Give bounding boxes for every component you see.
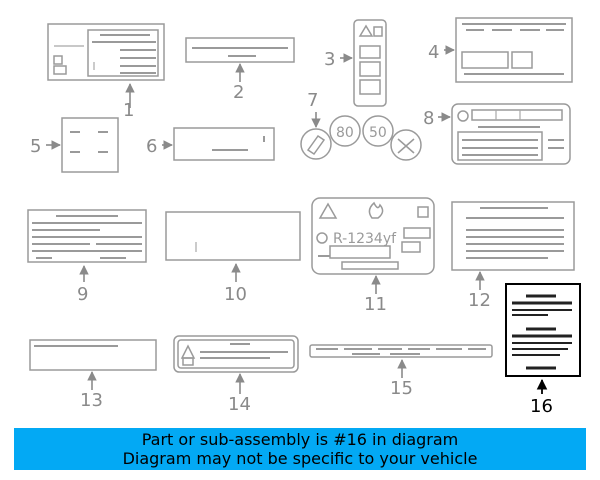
label-part-3[interactable] xyxy=(340,19,387,107)
banner-line-2: Diagram may not be specific to your vehi… xyxy=(122,449,478,468)
label-part-5[interactable] xyxy=(46,117,119,173)
label-part-10[interactable] xyxy=(165,211,301,282)
label-part-2[interactable] xyxy=(185,37,295,82)
callout-14: 14 xyxy=(228,394,251,415)
callout-6: 6 xyxy=(146,136,157,157)
callout-8: 8 xyxy=(423,108,434,129)
label-part-12[interactable] xyxy=(451,201,575,290)
label-part-6[interactable] xyxy=(162,127,275,161)
callout-11: 11 xyxy=(364,294,387,315)
parts-diagram: 1 2 3 4 5 xyxy=(27,17,581,417)
label-part-7[interactable]: 80 50 xyxy=(300,112,422,161)
callout-15: 15 xyxy=(390,378,413,399)
info-banner: Part or sub-assembly is #16 in diagram D… xyxy=(14,428,586,470)
callout-1: 1 xyxy=(123,100,134,121)
callout-4: 4 xyxy=(428,42,439,63)
callout-2: 2 xyxy=(233,82,244,103)
label-part-8[interactable] xyxy=(438,103,571,165)
label-part-16[interactable] xyxy=(505,283,581,394)
label-part-14[interactable] xyxy=(173,335,299,394)
disc-80: 80 xyxy=(336,125,354,141)
label-part-13[interactable] xyxy=(29,339,157,390)
label-part-4[interactable] xyxy=(444,17,573,83)
label-part-11[interactable]: R-1234yf xyxy=(311,197,435,294)
callout-10: 10 xyxy=(224,284,247,305)
callout-13: 13 xyxy=(80,390,103,411)
callout-16: 16 xyxy=(530,396,553,417)
disc-50: 50 xyxy=(369,125,387,141)
label-part-15[interactable] xyxy=(309,344,493,378)
callout-12: 12 xyxy=(468,290,491,311)
callout-3: 3 xyxy=(324,49,335,70)
label-part-1[interactable] xyxy=(47,23,165,108)
callout-7: 7 xyxy=(307,90,318,111)
refrigerant-type: R-1234yf xyxy=(333,231,397,247)
callout-9: 9 xyxy=(77,284,88,305)
label-part-9[interactable] xyxy=(27,209,147,282)
banner-line-1: Part or sub-assembly is #16 in diagram xyxy=(141,430,459,449)
callout-5: 5 xyxy=(30,136,41,157)
